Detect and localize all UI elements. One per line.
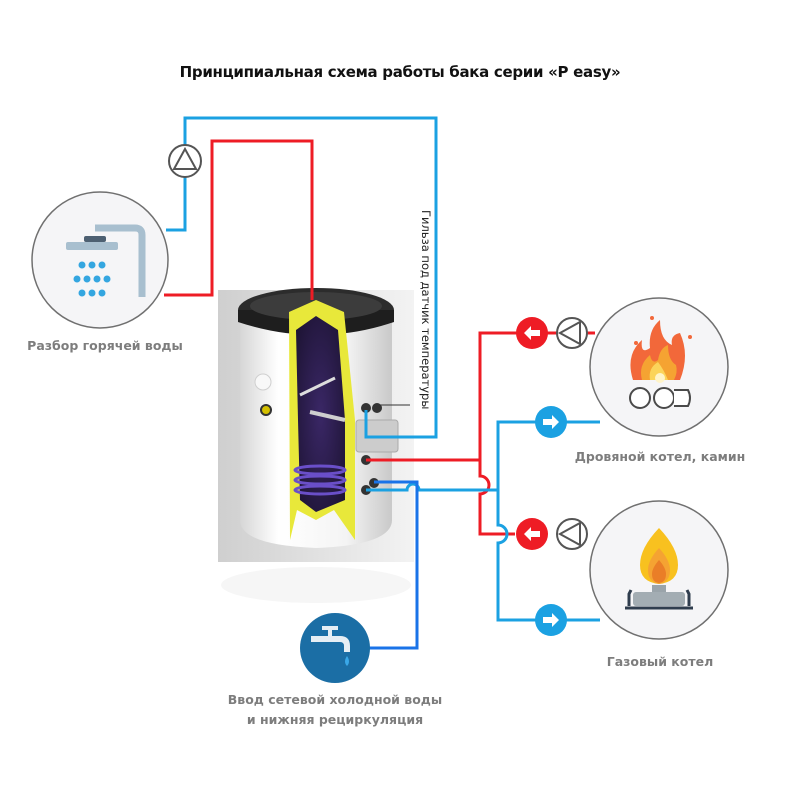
gas-boiler-node xyxy=(589,500,729,640)
cold-water-label: Ввод сетевой холодной воды и нижняя реци… xyxy=(215,690,455,730)
pipe-recirculation xyxy=(166,116,438,439)
pipe-cold-inlet xyxy=(364,480,419,650)
gas-boiler-label: Газовый котел xyxy=(606,654,714,669)
tank-port xyxy=(361,403,382,413)
pipe-hot-water-outlet xyxy=(164,139,314,300)
wood-boiler-label: Дровяной котел, камин xyxy=(574,449,746,464)
sensor-sleeve-text: Гильза под датчик температуры xyxy=(419,210,433,410)
shower-icon xyxy=(66,224,146,297)
cold-water-node xyxy=(300,613,370,683)
campfire-icon xyxy=(629,316,692,409)
gas-burner-icon xyxy=(625,528,693,610)
diagram-title: Принципиальная схема работы бака серии «… xyxy=(179,63,621,81)
water-tank-icon xyxy=(218,288,414,603)
water-tap-icon xyxy=(311,626,350,666)
cold-water-label-line1: Ввод сетевой холодной воды xyxy=(227,692,443,707)
shower-node xyxy=(31,191,169,329)
arrow-left-icon xyxy=(516,518,548,550)
wood-boiler-node xyxy=(589,297,729,437)
recirculation-pump-icon xyxy=(168,144,202,178)
pipe-boiler-return xyxy=(366,482,600,622)
shower-label: Разбор горячей воды xyxy=(27,338,183,353)
gas-boiler-pump-icon xyxy=(556,518,588,550)
arrow-left-icon xyxy=(516,317,548,349)
wood-boiler-pump-icon xyxy=(556,317,588,349)
pipe-boiler-supply xyxy=(366,458,515,536)
arrow-right-icon xyxy=(535,604,567,636)
arrow-right-icon xyxy=(535,406,567,438)
cold-water-label-line2: и нижняя рециркуляция xyxy=(246,712,424,727)
sensor-sleeve-label: Гильза под датчик температуры xyxy=(415,210,435,410)
